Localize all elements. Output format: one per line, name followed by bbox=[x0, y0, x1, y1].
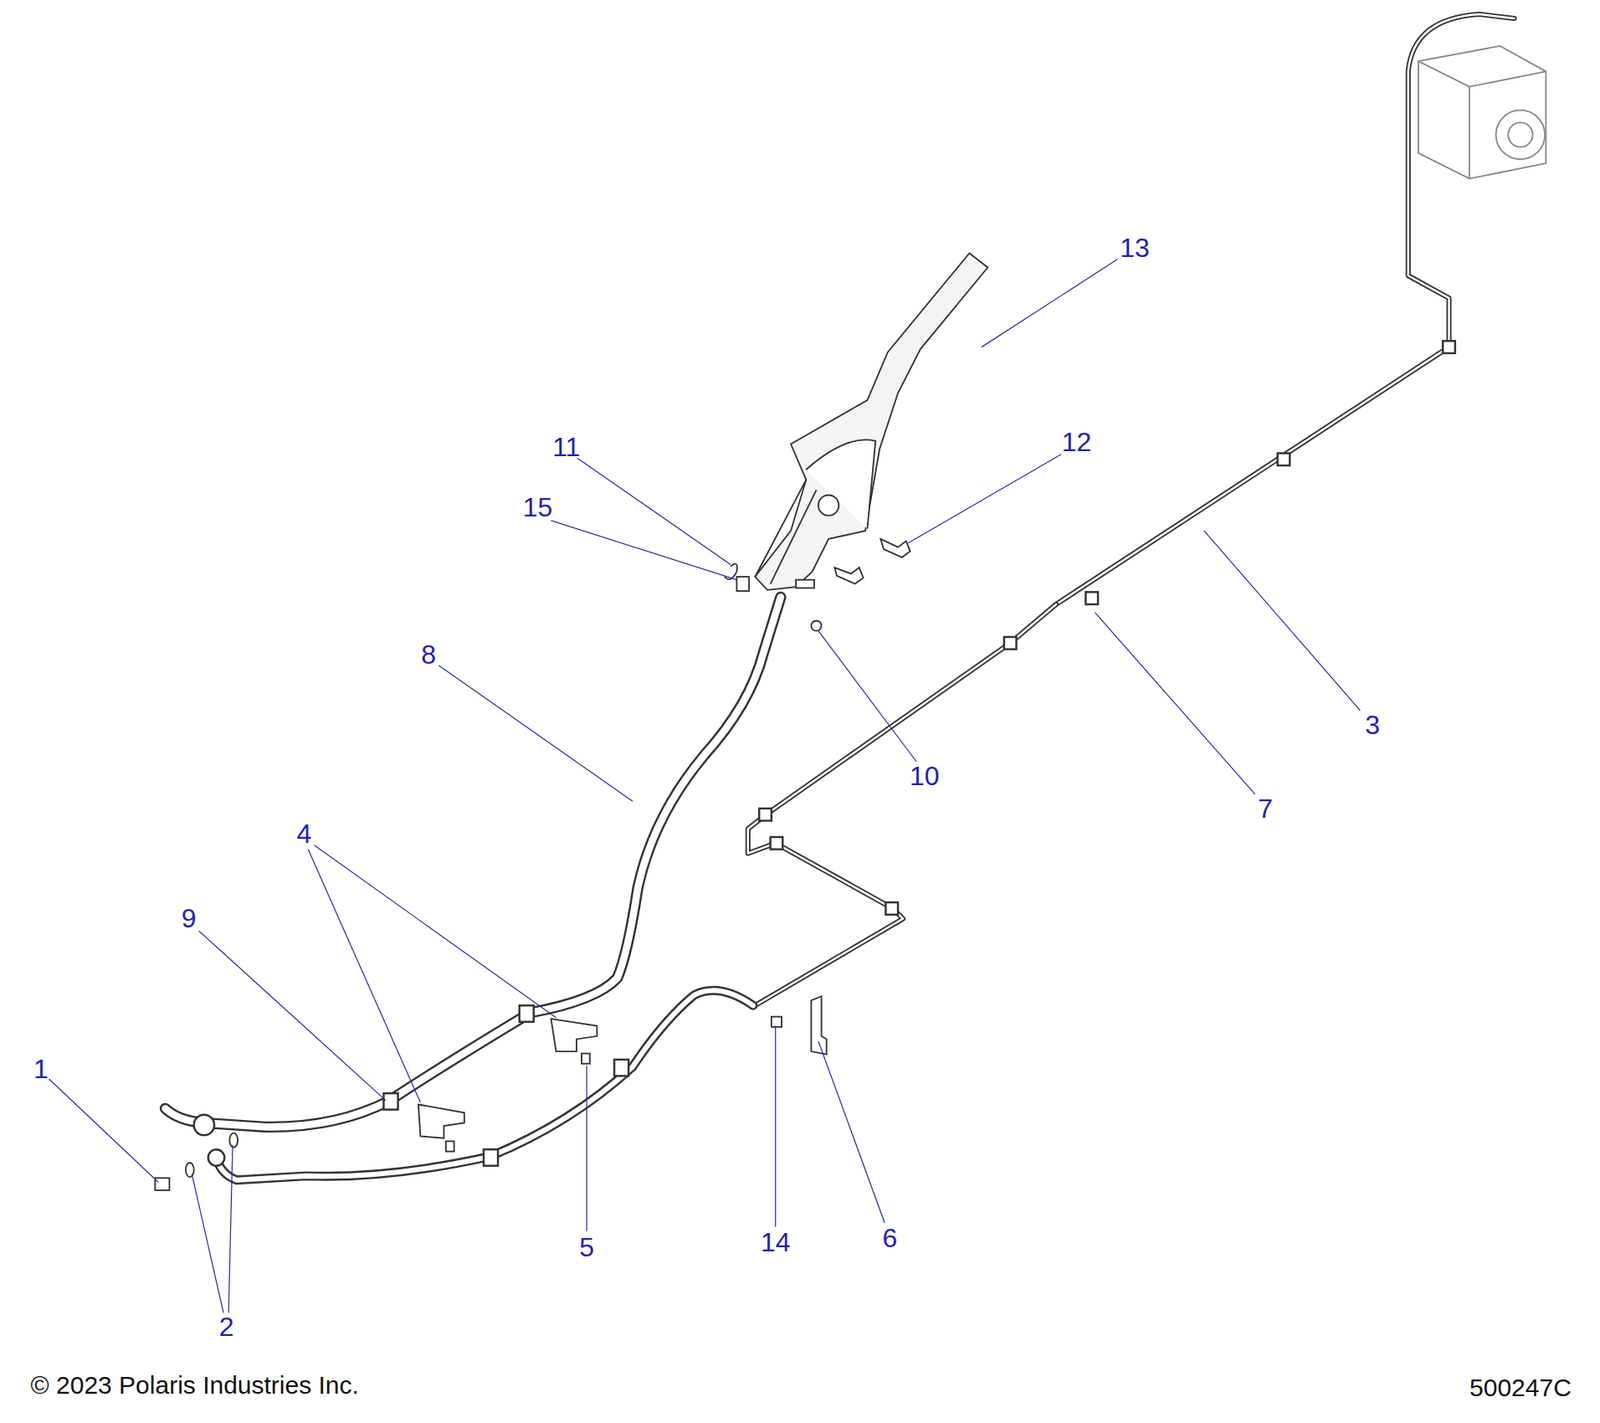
pin bbox=[810, 620, 821, 631]
callout-number: 4 bbox=[296, 820, 312, 847]
bolt bbox=[834, 567, 863, 585]
bolt bbox=[154, 1177, 170, 1190]
brake-line bbox=[748, 604, 1057, 1006]
clip bbox=[724, 564, 738, 580]
footer-text: © 2023 Polaris Industries Inc. bbox=[30, 1372, 359, 1398]
callout-number: 2 bbox=[219, 1312, 235, 1340]
callout-number: 9 bbox=[181, 904, 197, 932]
brake-hose bbox=[216, 989, 754, 1180]
callout-number: 6 bbox=[882, 1224, 898, 1252]
bolt bbox=[771, 1016, 782, 1027]
bolt bbox=[446, 1140, 455, 1151]
callout-number: 11 bbox=[552, 433, 580, 461]
bracket bbox=[550, 1018, 597, 1052]
brake-cable bbox=[165, 596, 781, 1127]
bolt bbox=[880, 538, 910, 558]
bracket bbox=[810, 995, 826, 1055]
callout-number: 12 bbox=[1061, 428, 1093, 456]
footer-text: 500247C bbox=[1469, 1374, 1572, 1400]
callout-number: 14 bbox=[760, 1228, 791, 1256]
bracket bbox=[418, 1104, 465, 1139]
callout-number: 10 bbox=[909, 762, 940, 790]
leader-lines bbox=[49, 259, 1361, 1313]
callout-number: 13 bbox=[1119, 234, 1150, 262]
callout-number: 1 bbox=[33, 1055, 49, 1083]
callout-number: 7 bbox=[1257, 794, 1273, 822]
washer bbox=[229, 1133, 238, 1148]
washer bbox=[185, 1162, 195, 1177]
callout-number: 5 bbox=[579, 1233, 595, 1261]
callout-number: 15 bbox=[523, 493, 554, 521]
handbrake-lever bbox=[754, 252, 988, 590]
bolt bbox=[581, 1053, 590, 1064]
abs-module bbox=[1418, 46, 1546, 180]
callout-number: 3 bbox=[1364, 711, 1380, 739]
switch bbox=[736, 576, 749, 591]
callout-number: 8 bbox=[420, 641, 436, 668]
